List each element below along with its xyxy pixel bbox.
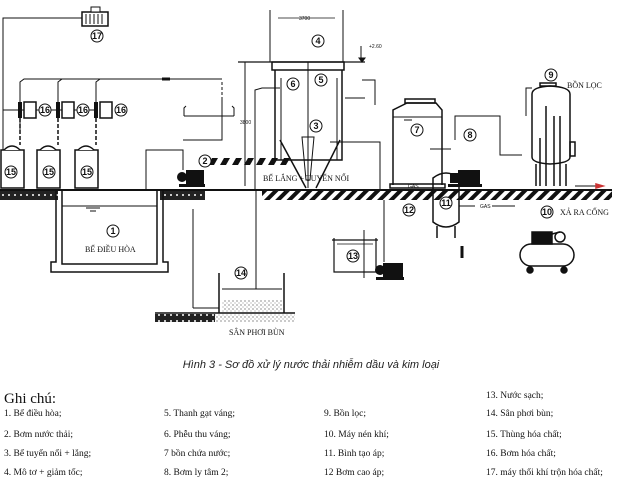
marker-3: 3 [309, 119, 323, 133]
svg-text:15: 15 [6, 167, 16, 177]
equalization-tank [50, 190, 169, 273]
air-compressor [519, 231, 575, 274]
high-pressure-pump [363, 200, 404, 280]
legend-item: 4. Mô tơ + giảm tốc; [4, 468, 83, 478]
chemical-blower [2, 6, 109, 150]
marker-15c: 15 [80, 165, 94, 179]
marker-5: 5 [314, 73, 328, 87]
label-gas-1: GAS [408, 184, 419, 190]
legend-item: 5. Thanh gạt váng; [164, 409, 236, 419]
legend-item: 2. Bơm nước thải; [4, 430, 74, 440]
figure-caption: Hình 3 - Sơ đồ xử lý nước thải nhiễm dầu… [182, 359, 440, 371]
centrifugal-pump [448, 115, 522, 187]
svg-text:2: 2 [202, 156, 207, 166]
marker-16c: 16 [114, 103, 128, 117]
svg-text:17: 17 [92, 31, 102, 41]
filter-tank [525, 82, 606, 189]
clean-water-tank [362, 79, 451, 189]
treatment-process-diagram: 17 16 16 16 15 15 15 1 2 4 5 6 3 7 8 9 1… [0, 6, 612, 337]
marker-2: 2 [198, 154, 212, 168]
legend-item: 3. Bể tuyển nổi + lắng; [4, 449, 92, 459]
legend-title: Ghi chú: [4, 391, 57, 407]
svg-text:13: 13 [348, 251, 358, 261]
label-gas-2: GAS [480, 204, 491, 210]
svg-text:12: 12 [404, 205, 414, 215]
svg-text:9: 9 [548, 70, 553, 80]
legend-item: 6. Phễu thu váng; [164, 430, 231, 440]
pressure-vessel [432, 172, 515, 258]
marker-7: 7 [410, 123, 424, 137]
marker-15b: 15 [42, 165, 56, 179]
label-settling-flotation-tank: BỂ LẮNG + TUYỂN NỔI [263, 173, 349, 183]
svg-text:8: 8 [467, 130, 472, 140]
legend-item: 13. Nước sạch; [486, 391, 544, 401]
svg-text:16: 16 [78, 105, 88, 115]
svg-text:4: 4 [315, 36, 320, 46]
svg-text:6: 6 [290, 79, 295, 89]
legend-item: 9. Bồn lọc; [324, 409, 366, 419]
svg-text:10: 10 [542, 207, 552, 217]
marker-13: 13 [346, 249, 360, 263]
svg-text:1: 1 [110, 226, 115, 236]
marker-1: 1 [106, 224, 120, 238]
svg-text:14: 14 [236, 268, 246, 278]
label-equalization-tank: BỂ ĐIỀU HÒA [85, 244, 136, 254]
label-dimension-height: 3800 [240, 120, 251, 126]
svg-text:16: 16 [116, 105, 126, 115]
svg-text:7: 7 [414, 125, 419, 135]
legend-item: 1. Bể điều hòa; [4, 409, 62, 419]
svg-text:15: 15 [44, 167, 54, 177]
chemical-pumps [18, 101, 113, 119]
marker-4: 4 [311, 34, 325, 48]
svg-text:3: 3 [313, 121, 318, 131]
legend-item: 8. Bơm ly tâm 2; [164, 468, 229, 478]
clean-water-basin [332, 238, 378, 273]
marker-14: 14 [234, 266, 248, 280]
legend-item: 16. Bơm hóa chất; [486, 449, 556, 459]
legend-item: 15. Thùng hóa chất; [486, 430, 562, 440]
component-markers: 17 16 16 16 15 15 15 1 2 4 5 6 3 7 8 9 1… [4, 29, 558, 280]
marker-17: 17 [90, 29, 104, 43]
sludge-drying-bed [192, 190, 285, 313]
label-discharge: XẢ RA CỐNG [560, 207, 609, 217]
label-sludge-drying-bed: SÂN PHƠI BÙN [229, 327, 285, 337]
legend-item: 17. máy thổi khí trộn hóa chất; [486, 468, 603, 478]
marker-16b: 16 [76, 103, 90, 117]
legend-item: 10. Máy nén khí; [324, 430, 389, 440]
flotation-settling-tank [238, 10, 381, 190]
wastewater-pump [145, 80, 290, 190]
legend-item: 14. Sân phơi bùn; [486, 409, 554, 419]
marker-6: 6 [286, 77, 300, 91]
marker-12: 12 [402, 203, 416, 217]
marker-8: 8 [463, 128, 477, 142]
marker-11: 11 [439, 196, 453, 210]
svg-text:15: 15 [82, 167, 92, 177]
legend-item: 7 bồn chứa nước; [164, 449, 231, 459]
svg-text:11: 11 [441, 198, 451, 208]
label-filter-tank: BỒN LỌC [567, 80, 602, 90]
legend-item: 12 Bơm cao áp; [324, 468, 385, 478]
svg-text:5: 5 [318, 75, 323, 85]
marker-16a: 16 [38, 103, 52, 117]
label-elevation: +2.60 [369, 44, 382, 50]
ground [0, 189, 612, 322]
label-dimension-width: 3700 [299, 16, 310, 22]
legend-item: 11. Bình tạo áp; [324, 449, 385, 459]
marker-10: 10 [540, 205, 554, 219]
marker-9: 9 [544, 68, 558, 82]
svg-text:16: 16 [40, 105, 50, 115]
marker-15a: 15 [4, 165, 18, 179]
